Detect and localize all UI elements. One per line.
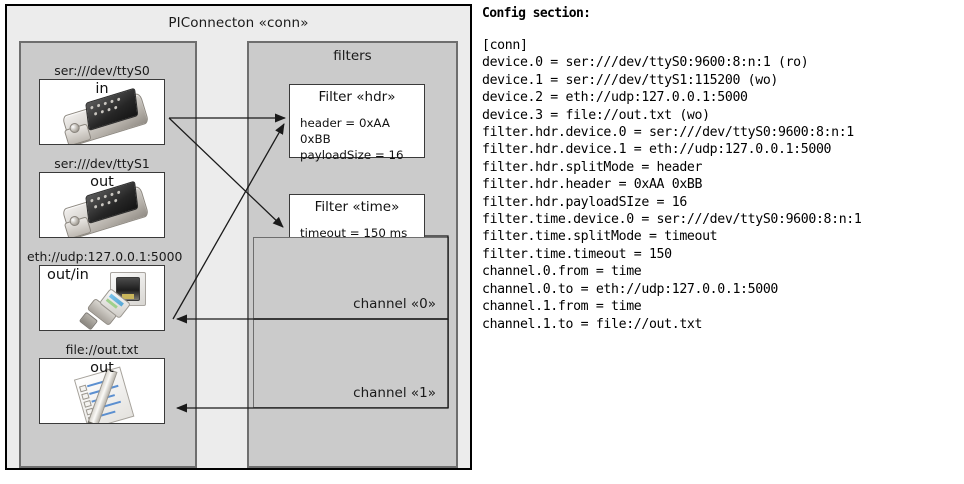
- device-ttys0-caption: ser:///dev/ttyS0: [54, 63, 150, 78]
- filter-hdr-prop-payloadsize: payloadSize = 16: [300, 148, 404, 162]
- device-eth-direction: out/in: [47, 267, 89, 283]
- device-file[interactable]: file://out.txt out: [39, 342, 165, 424]
- channel-1-label: channel «1»: [353, 385, 436, 401]
- device-ttys1-direction: out: [90, 174, 114, 190]
- device-file-direction: out: [90, 360, 114, 376]
- channel-1-frame[interactable]: channel «1»: [253, 319, 449, 408]
- filter-time-title: Filter «time»: [314, 199, 400, 215]
- device-eth-caption: eth://udp:127.0.0.1:5000: [27, 249, 183, 264]
- device-file-caption: file://out.txt: [65, 342, 139, 357]
- device-file-card[interactable]: out: [39, 358, 165, 424]
- device-ttys0-card[interactable]: in: [39, 79, 165, 145]
- config-section-heading: Config section:: [482, 6, 591, 21]
- config-section: Config section: [conn] device.0 = ser://…: [482, 6, 960, 333]
- device-ttys0[interactable]: ser:///dev/ttyS0 in: [39, 63, 165, 145]
- architecture-diagram: PIConnecton «conn» ser:///dev/ttyS0 in: [5, 4, 472, 470]
- filter-hdr-body: header = 0xAA 0xBB payloadSize = 16: [300, 115, 424, 163]
- device-eth[interactable]: eth://udp:127.0.0.1:5000 out/in: [27, 249, 182, 331]
- diagram-title: PIConnecton «conn»: [168, 15, 309, 31]
- filter-hdr-prop-header: header = 0xAA 0xBB: [300, 116, 390, 146]
- channel-0-frame[interactable]: channel «0»: [253, 237, 449, 319]
- filters-frame-title: filters: [333, 48, 372, 64]
- device-eth-card[interactable]: out/in: [39, 265, 165, 331]
- channel-0-label: channel «0»: [353, 296, 436, 312]
- devices-frame: ser:///dev/ttyS0 in ser:/: [19, 41, 197, 468]
- device-ttys0-direction: in: [95, 81, 109, 97]
- ethernet-jack-icon: [78, 271, 162, 330]
- filter-hdr-box[interactable]: Filter «hdr» header = 0xAA 0xBB payloadS…: [289, 84, 425, 162]
- filter-hdr-title: Filter «hdr»: [318, 89, 396, 105]
- device-ttys1[interactable]: ser:///dev/ttyS1 out: [39, 156, 165, 238]
- config-section-text: [conn] device.0 = ser:///dev/ttyS0:9600:…: [482, 38, 862, 332]
- device-ttys1-card[interactable]: out: [39, 172, 165, 238]
- device-ttys1-caption: ser:///dev/ttyS1: [54, 156, 150, 171]
